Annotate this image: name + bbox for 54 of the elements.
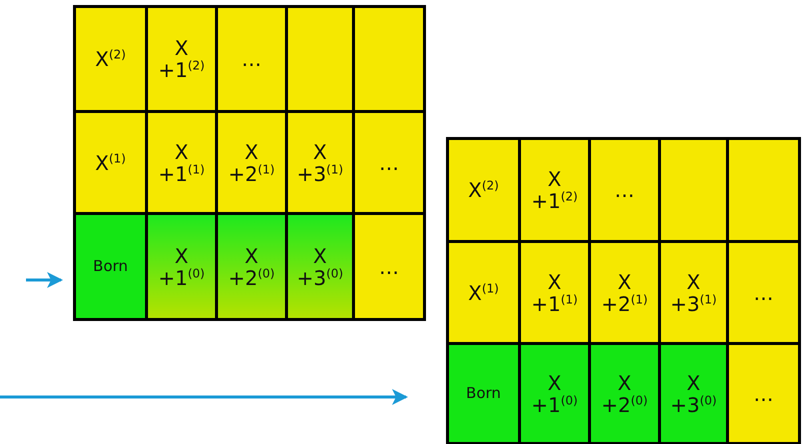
grid-cell bbox=[352, 212, 426, 321]
cell-label: … bbox=[379, 256, 399, 278]
cell-label: X +2$^{(0)}$ bbox=[228, 244, 275, 288]
grid-cell bbox=[285, 212, 355, 321]
cell-label: X$^{(2)}$ bbox=[95, 48, 126, 70]
cell-label: … bbox=[754, 282, 774, 304]
cell-label: Born bbox=[93, 258, 128, 275]
cell-label: … bbox=[379, 152, 399, 174]
cell-label: X +1$^{(2)}$ bbox=[531, 168, 578, 212]
grid-cell bbox=[145, 212, 218, 321]
grid-cell bbox=[446, 137, 521, 243]
grid-cell bbox=[588, 342, 661, 444]
cell-label: X +3$^{(1)}$ bbox=[296, 140, 344, 184]
grid-cell bbox=[446, 342, 521, 444]
cell-label: X +1$^{(0)}$ bbox=[158, 244, 205, 288]
cell-label: Born bbox=[466, 385, 501, 402]
cell-label: X +3$^{(0)}$ bbox=[670, 372, 717, 416]
cell-label: X +2$^{(1)}$ bbox=[228, 140, 275, 184]
cell-label: X +3$^{(0)}$ bbox=[296, 244, 344, 288]
grid-cell bbox=[285, 110, 355, 215]
grid-cell bbox=[145, 5, 218, 113]
cell-label: X +1$^{(1)}$ bbox=[531, 270, 578, 314]
cell-label: X +2$^{(0)}$ bbox=[601, 372, 648, 416]
grid-cell bbox=[518, 137, 591, 243]
grid-cell bbox=[215, 110, 288, 215]
grid-cell bbox=[658, 240, 729, 345]
grid-cell bbox=[446, 240, 521, 345]
cell-label: X +1$^{(0)}$ bbox=[531, 372, 578, 416]
grid-cell bbox=[588, 240, 661, 345]
cell-label: X +1$^{(2)}$ bbox=[158, 37, 205, 81]
cell-label: X +2$^{(1)}$ bbox=[601, 270, 648, 314]
cell-label: X +1$^{(1)}$ bbox=[158, 140, 205, 184]
cell-label: X$^{(2)}$ bbox=[468, 179, 499, 201]
cell-label: X$^{(1)}$ bbox=[468, 282, 499, 304]
cell-label: … bbox=[614, 179, 634, 201]
grid-cell bbox=[588, 137, 661, 243]
grid-cell bbox=[73, 212, 148, 321]
grid-cell bbox=[726, 240, 801, 345]
grid-cell bbox=[145, 110, 218, 215]
grid-cell bbox=[518, 342, 591, 444]
grid-cell bbox=[73, 110, 148, 215]
grid-cell bbox=[518, 240, 591, 345]
cell-label: … bbox=[242, 48, 262, 70]
grid-cell bbox=[215, 212, 288, 321]
grid-cell bbox=[73, 5, 148, 113]
grid-cell bbox=[726, 342, 801, 444]
cell-label: X$^{(1)}$ bbox=[95, 152, 126, 174]
grid-cell bbox=[215, 5, 288, 113]
cell-label: X +3$^{(1)}$ bbox=[670, 270, 717, 314]
arrow bbox=[0, 389, 408, 405]
cell-label: … bbox=[754, 382, 774, 404]
grid-cell bbox=[352, 110, 426, 215]
grid-cell bbox=[658, 342, 729, 444]
arrow bbox=[26, 272, 63, 288]
